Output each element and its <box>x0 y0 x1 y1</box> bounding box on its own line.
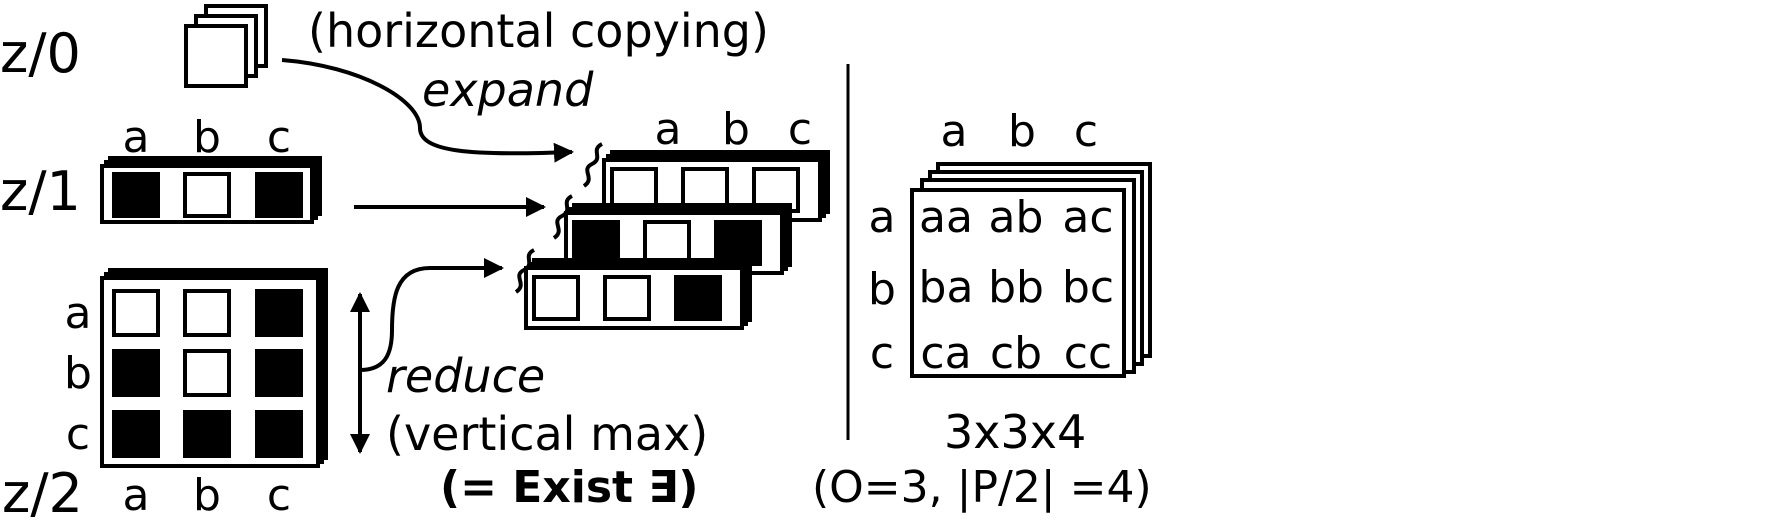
filled-cell <box>112 172 160 218</box>
horizontal-copying-label: (horizontal copying) <box>308 4 769 58</box>
empty-cell <box>532 275 580 321</box>
row-label: b <box>64 348 92 399</box>
expand-arrow <box>281 58 574 163</box>
column-label: a <box>123 112 150 163</box>
column-label: c <box>1074 106 1098 157</box>
pair-label: ab <box>989 192 1044 243</box>
pair-label: cb <box>990 328 1042 379</box>
exist-label: (= Exist ∃) <box>440 462 699 513</box>
level-label-z2: z/2 <box>2 462 83 522</box>
filled-cell <box>112 349 160 397</box>
z0-stack <box>184 4 268 88</box>
empty-cell <box>643 220 691 266</box>
z2-stack <box>100 268 328 468</box>
z0-square <box>184 24 248 88</box>
column-label: b <box>722 104 750 155</box>
pair-label: ba <box>919 262 974 313</box>
brace-icon <box>582 142 604 188</box>
level-label-z0: z/0 <box>0 22 81 85</box>
filled-cell <box>255 349 303 397</box>
column-label: c <box>267 112 291 163</box>
level-label-z1: z/1 <box>0 160 81 223</box>
brace-icon <box>552 194 574 240</box>
column-label: a <box>941 106 968 157</box>
filled-cell <box>255 289 303 337</box>
empty-cell <box>183 289 231 337</box>
reduce-label: reduce <box>386 349 545 403</box>
row-label: c <box>66 409 90 460</box>
row-label: a <box>65 288 92 339</box>
expand-label: expand <box>422 63 594 117</box>
filled-cell <box>255 410 303 458</box>
pair-label: ca <box>920 328 971 379</box>
vertical-max-label: (vertical max) <box>386 407 708 461</box>
filled-cell <box>674 275 722 321</box>
row-label: a <box>869 192 896 243</box>
pair-label: cc <box>1064 328 1112 379</box>
size-label: 3x3x4 <box>944 405 1086 459</box>
pair-label: bc <box>1062 262 1114 313</box>
pair-label: aa <box>919 192 973 243</box>
column-label: c <box>788 104 812 155</box>
empty-cell <box>603 275 651 321</box>
expanded-stack <box>524 258 752 330</box>
row-label: c <box>870 328 894 379</box>
filled-cell <box>255 172 303 218</box>
filled-cell <box>572 220 620 266</box>
filled-cell <box>714 220 762 266</box>
column-label: a <box>123 470 150 521</box>
pair-label: ac <box>1062 192 1113 243</box>
params-label: (O=3, |P/2| =4) <box>812 462 1152 513</box>
empty-cell <box>112 289 160 337</box>
reduce-arrow <box>359 258 504 372</box>
column-label: b <box>1008 106 1036 157</box>
filled-cell <box>112 410 160 458</box>
row-label: b <box>868 264 896 315</box>
column-label: b <box>193 470 221 521</box>
pair-label: bb <box>988 262 1044 313</box>
filled-cell <box>183 410 231 458</box>
z1-stack <box>100 156 322 224</box>
column-label: b <box>193 112 221 163</box>
column-label: c <box>267 470 291 521</box>
column-label: a <box>655 104 682 155</box>
empty-cell <box>183 172 231 218</box>
result-front-layer <box>910 188 1126 378</box>
empty-cell <box>183 349 231 397</box>
